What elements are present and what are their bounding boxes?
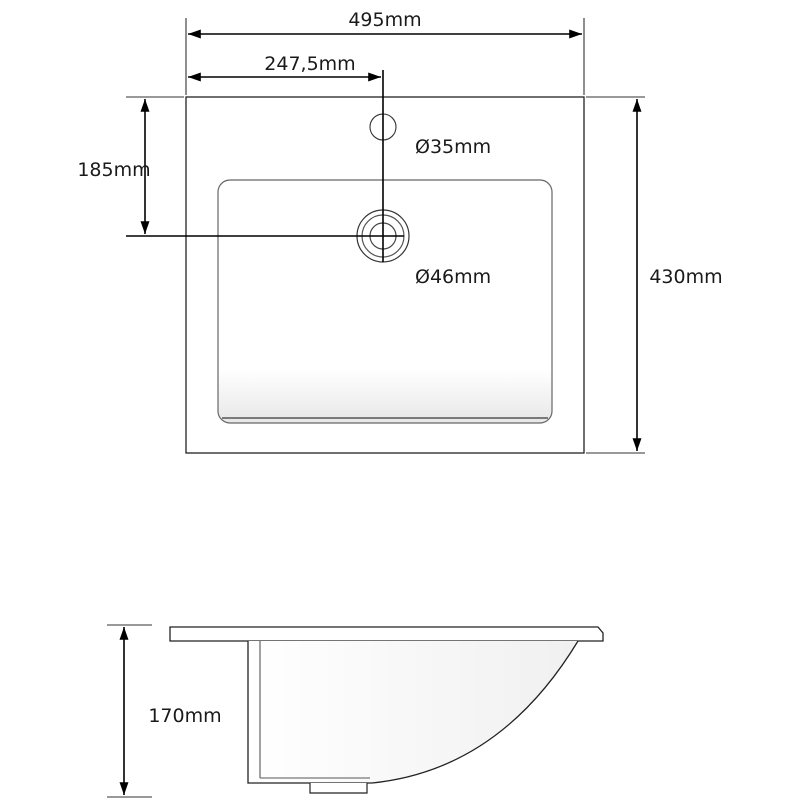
drain-outlet bbox=[309, 783, 368, 794]
sink-bowl bbox=[247, 640, 579, 784]
sink-outline bbox=[185, 96, 585, 454]
width-label: 495mm bbox=[348, 9, 421, 31]
sink-rim bbox=[169, 626, 604, 642]
center-offset-label: 247,5mm bbox=[264, 53, 355, 75]
side-view: 170mm bbox=[107, 624, 604, 798]
depth-dimension: 430mm bbox=[586, 96, 723, 454]
drain-label: Ø46mm bbox=[415, 266, 491, 288]
height-dimension: 170mm bbox=[107, 624, 222, 798]
basin-outline bbox=[217, 179, 553, 424]
center-offset-dimension: 247,5mm bbox=[188, 53, 381, 82]
faucet-offset-label: 185mm bbox=[77, 159, 150, 181]
width-dimension: 495mm bbox=[185, 9, 585, 95]
top-view: 495mm 247,5mm 185mm Ø35mm Ø46mm 430mm bbox=[77, 9, 723, 454]
faucet-offset-dimension: 185mm bbox=[77, 96, 184, 234]
height-label: 170mm bbox=[148, 705, 221, 727]
tap-hole-label: Ø35mm bbox=[415, 136, 491, 158]
depth-label: 430mm bbox=[649, 266, 722, 288]
